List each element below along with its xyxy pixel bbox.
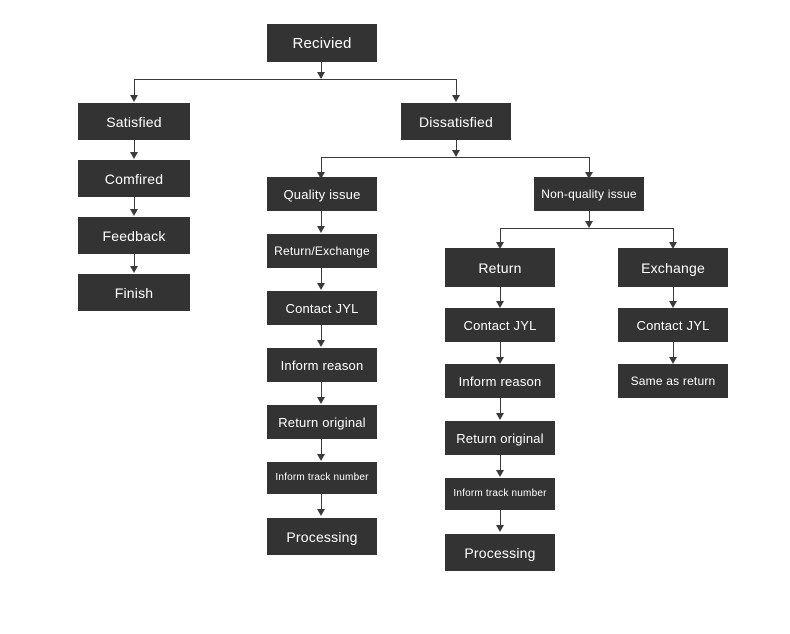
node-satisfied-label: Satisfied [106, 113, 162, 130]
node-return-exchange[interactable]: Return/Exchange [267, 234, 377, 268]
node-exchange-label: Exchange [641, 259, 705, 276]
node-quality-issue-label: Quality issue [283, 186, 361, 202]
node-non-quality-issue-label: Non-quality issue [541, 187, 637, 201]
node-exchange-same-as-return[interactable]: Same as return [618, 364, 728, 398]
arrow-exchange-contact [669, 301, 677, 308]
arrow-return-inform-original [496, 413, 504, 420]
node-quality-issue[interactable]: Quality issue [267, 177, 377, 211]
connector-return-exchange-contact [321, 268, 322, 284]
arrow-to-exchange [669, 242, 677, 249]
connector-exchange-contact [673, 287, 674, 302]
arrow-quality-inform-return-original [317, 397, 325, 404]
connector-recivied-stem [321, 62, 322, 78]
connector-quality-track-processing [321, 494, 322, 510]
node-feedback[interactable]: Feedback [78, 217, 190, 254]
node-comfired-label: Comfired [104, 170, 164, 187]
node-finish-label: Finish [114, 284, 154, 301]
node-recivied-label: Recivied [292, 34, 352, 52]
node-exchange-contact-jyl[interactable]: Contact JYL [618, 308, 728, 342]
arrow-dissatisfied-center [452, 150, 460, 157]
node-quality-contact-jyl-label: Contact JYL [285, 300, 359, 316]
connector-return-original-track [500, 455, 501, 471]
node-exchange-same-as-return-label: Same as return [630, 374, 716, 388]
node-return-inform-track-number[interactable]: Inform track number [445, 478, 555, 510]
connector-return-contact-inform [500, 342, 501, 358]
arrow-to-dissatisfied [452, 95, 460, 102]
node-quality-inform-reason[interactable]: Inform reason [267, 348, 377, 382]
node-return-return-original-label: Return original [456, 430, 544, 446]
arrow-non-quality-center [585, 221, 593, 228]
node-return-inform-reason-label: Inform reason [458, 373, 542, 389]
node-quality-processing[interactable]: Processing [267, 518, 377, 555]
arrow-feedback-finish [130, 266, 138, 273]
connector-non-quality-stem [589, 211, 590, 227]
node-return-inform-reason[interactable]: Inform reason [445, 364, 555, 398]
connector-return-contact [500, 287, 501, 302]
connector-quality-inform-return-original [321, 382, 322, 398]
node-return-processing-label: Processing [464, 544, 536, 561]
arrow-return-track-processing [496, 525, 504, 532]
node-finish[interactable]: Finish [78, 274, 190, 311]
arrow-quality-return-exchange [317, 226, 325, 233]
connector-quality-return-original-track [321, 439, 322, 455]
node-return-return-original[interactable]: Return original [445, 421, 555, 455]
node-return-processing[interactable]: Processing [445, 534, 555, 571]
arrow-return-contact [496, 301, 504, 308]
node-quality-processing-label: Processing [286, 528, 358, 545]
connector-exchange-contact-same [673, 342, 674, 358]
connector-to-return [500, 228, 501, 244]
node-non-quality-issue[interactable]: Non-quality issue [534, 177, 644, 211]
arrow-return-original-track [496, 470, 504, 477]
connector-dissatisfied-bar [321, 157, 590, 158]
connector-quality-contact-inform [321, 325, 322, 341]
arrow-to-return [496, 242, 504, 249]
node-recivied[interactable]: Recivied [267, 24, 377, 62]
node-exchange[interactable]: Exchange [618, 248, 728, 287]
arrow-to-quality-issue [317, 172, 325, 179]
connector-root-to-dissatisfied [456, 79, 457, 95]
node-dissatisfied-label: Dissatisfied [419, 113, 493, 130]
connector-quality-return-exchange [321, 211, 322, 227]
connector-satisfied-comfired [134, 140, 135, 153]
node-return-exchange-label: Return/Exchange [274, 244, 370, 258]
arrow-return-exchange-contact [317, 283, 325, 290]
arrow-exchange-contact-same [669, 357, 677, 364]
node-quality-return-original[interactable]: Return original [267, 405, 377, 439]
connector-root-to-satisfied [134, 79, 135, 95]
node-satisfied[interactable]: Satisfied [78, 103, 190, 140]
connector-return-inform-original [500, 398, 501, 414]
node-quality-return-original-label: Return original [278, 414, 366, 430]
arrow-comfired-feedback [130, 209, 138, 216]
node-quality-inform-reason-label: Inform reason [280, 357, 364, 373]
node-feedback-label: Feedback [102, 227, 166, 244]
node-quality-contact-jyl[interactable]: Contact JYL [267, 291, 377, 325]
node-return-inform-track-number-label: Inform track number [453, 488, 547, 499]
connector-root-bar [134, 79, 457, 80]
node-comfired[interactable]: Comfired [78, 160, 190, 197]
arrow-quality-return-original-track [317, 454, 325, 461]
node-return[interactable]: Return [445, 248, 555, 287]
node-dissatisfied[interactable]: Dissatisfied [401, 103, 511, 140]
arrow-return-contact-inform [496, 357, 504, 364]
connector-non-quality-bar [500, 228, 674, 229]
node-quality-inform-track-number-label: Inform track number [275, 472, 369, 483]
connector-dissatisfied-stem [456, 140, 457, 156]
connector-to-non-quality-issue [589, 157, 590, 173]
node-return-contact-jyl-label: Contact JYL [463, 317, 537, 333]
node-exchange-contact-jyl-label: Contact JYL [636, 317, 710, 333]
arrow-satisfied-comfired [130, 152, 138, 159]
arrow-quality-contact-inform [317, 340, 325, 347]
connector-return-track-processing [500, 510, 501, 526]
connector-comfired-feedback [134, 197, 135, 210]
arrow-to-non-quality-issue [585, 172, 593, 179]
node-return-contact-jyl[interactable]: Contact JYL [445, 308, 555, 342]
arrow-recivied-center [317, 72, 325, 79]
node-return-label: Return [478, 259, 522, 276]
connector-feedback-finish [134, 254, 135, 267]
arrow-quality-track-processing [317, 509, 325, 516]
arrow-to-satisfied [130, 95, 138, 102]
connector-to-quality-issue [321, 157, 322, 173]
connector-to-exchange [673, 228, 674, 244]
node-quality-inform-track-number[interactable]: Inform track number [267, 462, 377, 494]
